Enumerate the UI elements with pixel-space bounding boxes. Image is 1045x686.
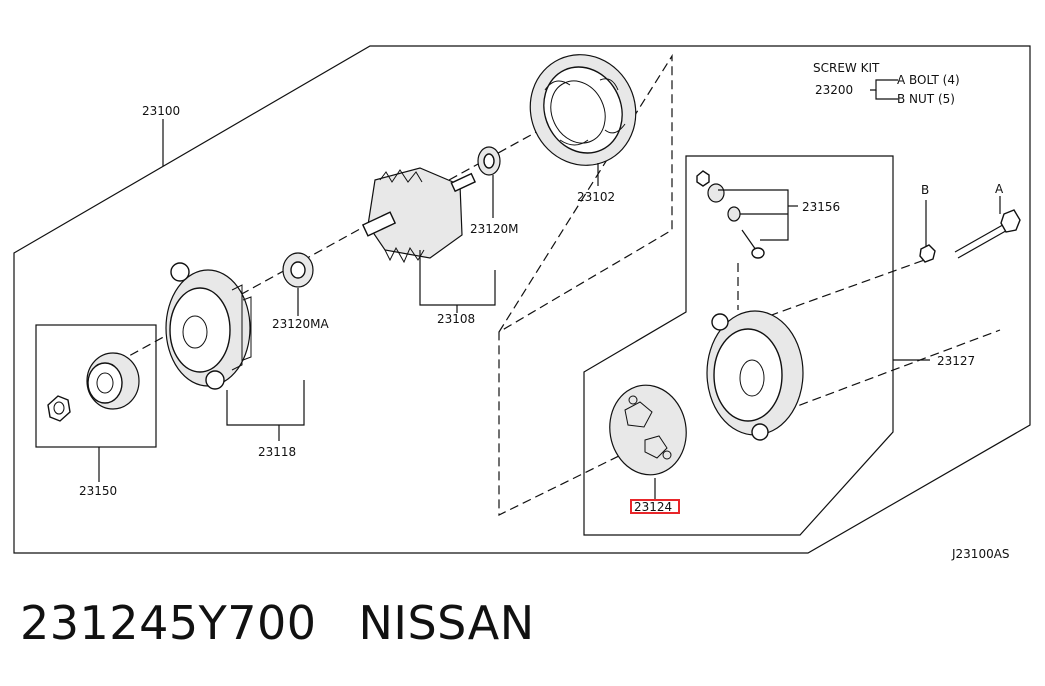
- screw-kit-item-b: B NUT (5): [897, 92, 955, 106]
- assembly-outline: [13, 45, 1031, 554]
- label-23124: 23124: [634, 500, 672, 514]
- leader-lines: [98, 79, 1001, 500]
- rotor-23108: [361, 167, 477, 264]
- pulley-group-box: [35, 324, 157, 448]
- front-housing-23118: [165, 262, 252, 390]
- label-23102: 23102: [577, 190, 615, 204]
- brand-name: NISSAN: [358, 596, 535, 650]
- label-23150: 23150: [79, 484, 117, 498]
- label-23120ma: 23120MA: [272, 317, 330, 331]
- highlight-box-23124: [630, 499, 680, 514]
- part-number: 231245Y700: [20, 596, 317, 650]
- part-caption: 231245Y700 NISSAN: [20, 596, 535, 650]
- diagram-code: J23100AS: [951, 547, 1010, 561]
- mark-b: B: [921, 183, 929, 197]
- bolt-a: [954, 209, 1021, 259]
- label-23108: 23108: [437, 312, 475, 326]
- terminal-parts-23156: [696, 170, 765, 259]
- label-23100: 23100: [142, 104, 180, 118]
- label-23127: 23127: [937, 354, 975, 368]
- assembly-axis-3: [759, 329, 1001, 421]
- stator-dashed-outline: [498, 53, 673, 516]
- screw-kit-number: 23200: [815, 83, 853, 97]
- nut-b: [919, 244, 936, 263]
- screw-kit-title: SCREW KIT: [813, 61, 880, 75]
- label-23120m: 23120M: [470, 222, 519, 236]
- assembly-axis: [117, 129, 541, 363]
- pulley-23150: [47, 352, 140, 422]
- label-23156: 23156: [802, 200, 840, 214]
- exploded-parts-diagram: 23100 23102 23120M 23108 23120MA 23118 2…: [13, 45, 1031, 561]
- screw-kit-item-a: A BOLT (4): [897, 73, 960, 87]
- stator-23102: [529, 54, 637, 166]
- bearing-23120m: [477, 146, 501, 176]
- mark-a: A: [995, 182, 1004, 196]
- rear-housing-group-outline: [583, 155, 894, 536]
- plate-23124: [609, 384, 687, 476]
- label-23118: 23118: [258, 445, 296, 459]
- bearing-23120ma: [282, 252, 314, 288]
- rear-housing-23127: [706, 310, 804, 441]
